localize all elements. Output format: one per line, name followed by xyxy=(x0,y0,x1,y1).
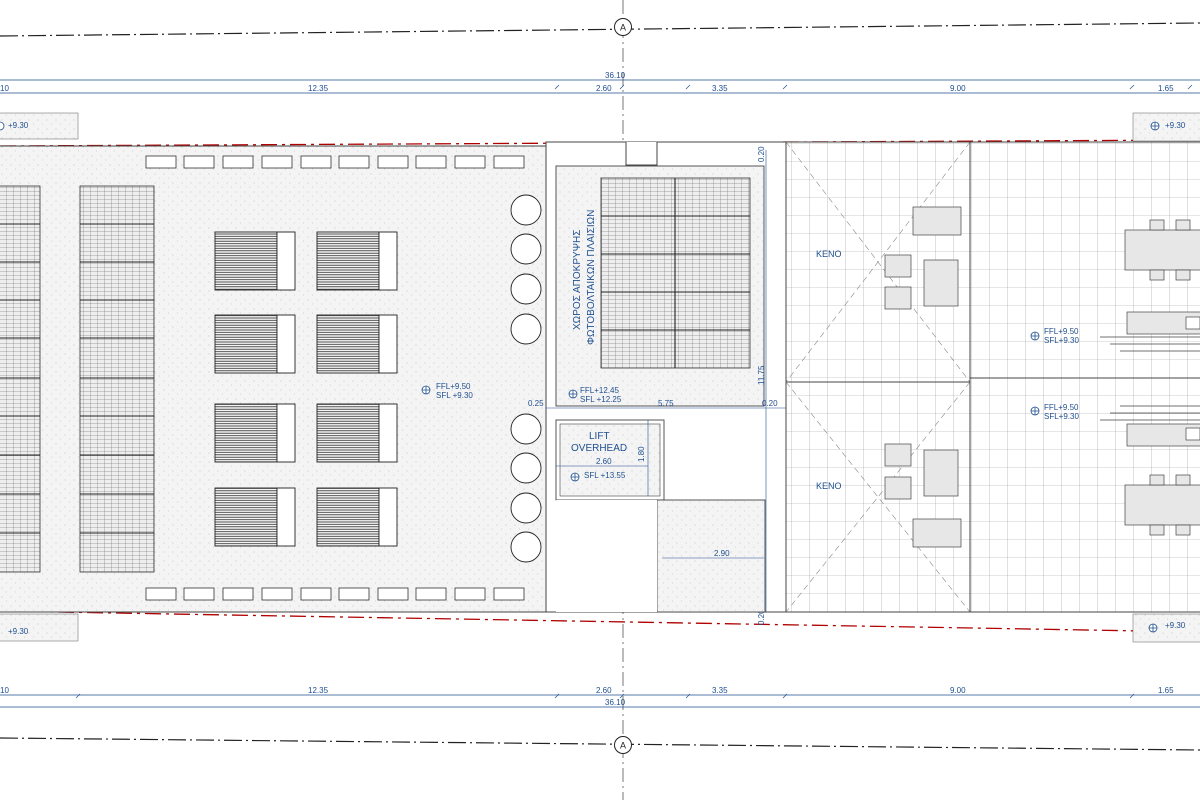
dim-top-seg3: 2.60 xyxy=(596,84,612,93)
svg-text:FFL+12.45: FFL+12.45 xyxy=(580,386,619,395)
level-marker-main: FFL+9.50 SFL +9.30 xyxy=(421,382,473,400)
overall-dimension-bottom: 36.10 xyxy=(605,698,626,707)
void-area-bottom: ΚΕΝΟ xyxy=(785,381,971,613)
pv-area-label-line1: ΧΩΡΟΣ ΑΠΟΚΡΥΨΗΣ xyxy=(572,230,583,330)
svg-text:SFL+9.30: SFL+9.30 xyxy=(1044,412,1079,421)
service-shaft: 2.90 xyxy=(556,499,766,613)
pv-array-left-partial xyxy=(0,185,41,573)
corner-level-box-bl: +9.30 xyxy=(0,613,79,642)
svg-text:1.80: 1.80 xyxy=(637,446,646,462)
dim-bottom-seg6: 1.65 xyxy=(1158,686,1174,695)
dim-5-75: 5.75 xyxy=(658,399,674,408)
svg-text:A: A xyxy=(620,741,626,751)
dim-top-seg1: 10 xyxy=(0,84,9,93)
svg-text:ΚΕΝΟ: ΚΕΝΟ xyxy=(816,249,842,259)
dim-bottom-seg4: 3.35 xyxy=(712,686,728,695)
skylight-row-bottom xyxy=(145,587,525,601)
corner-level-box-br: +9.30 xyxy=(1132,613,1200,643)
svg-text:OVERHEAD: OVERHEAD xyxy=(571,443,627,454)
svg-text:+9.30: +9.30 xyxy=(1165,121,1186,130)
skylight-row-top xyxy=(145,155,525,169)
svg-text:+9.30: +9.30 xyxy=(1165,621,1186,630)
dimension-string-top xyxy=(0,79,1200,94)
level-marker-right-top: FFL+9.50 SFL+9.30 xyxy=(1030,327,1079,345)
svg-text:LIFT: LIFT xyxy=(589,431,610,442)
round-vents xyxy=(510,194,542,563)
svg-text:+9.30: +9.30 xyxy=(8,627,29,636)
pv-array-left xyxy=(79,185,155,573)
pv-screen-area: ΧΩΡΟΣ ΑΠΟΚΡΥΨΗΣ ΦΩΤΟΒΟΛΤΑΙΚΩΝ ΠΛΑΙΣΙΩΝ F… xyxy=(555,165,765,407)
grid-marker-bottom: A xyxy=(614,736,632,754)
svg-text:2.90: 2.90 xyxy=(714,549,730,558)
solar-collectors xyxy=(214,231,398,547)
level-marker-right-bottom: FFL+9.50 SFL+9.30 xyxy=(1030,403,1079,421)
stair-notch xyxy=(625,142,658,166)
dim-0-20-top: 0.20 xyxy=(757,146,766,162)
svg-text:SFL +12.25: SFL +12.25 xyxy=(580,395,622,404)
svg-text:FFL+9.50: FFL+9.50 xyxy=(436,382,471,391)
dim-bottom-seg3: 2.60 xyxy=(596,686,612,695)
dim-0-20-bottom: 0.20 xyxy=(757,609,766,625)
dim-0-25: 0.25 xyxy=(528,399,544,408)
dim-top-seg4: 3.35 xyxy=(712,84,728,93)
dim-0-20-mid: 0.20 xyxy=(762,399,778,408)
dim-vertical-overall: 11.75 xyxy=(757,365,766,385)
lift-overhead: LIFT OVERHEAD 2.60 1.80 SFL +13.55 xyxy=(555,419,665,501)
svg-text:+9.30: +9.30 xyxy=(8,121,29,130)
svg-text:2.60: 2.60 xyxy=(596,457,612,466)
corner-level-box-tl: +9.30 xyxy=(0,112,79,140)
dim-bottom-seg1: 10 xyxy=(0,686,9,695)
pv-area-label-line2: ΦΩΤΟΒΟΛΤΑΙΚΩΝ ΠΛΑΙΣΙΩΝ xyxy=(586,210,597,345)
property-boundary xyxy=(0,139,1200,633)
dim-bottom-seg2: 12.35 xyxy=(308,686,329,695)
dim-bottom-seg5: 9.00 xyxy=(950,686,966,695)
right-terrace xyxy=(969,141,1200,613)
right-terrace-furniture xyxy=(1100,219,1200,536)
dimension-string-bottom xyxy=(0,693,1200,708)
svg-text:SFL +13.55: SFL +13.55 xyxy=(584,471,626,480)
dim-top-seg5: 9.00 xyxy=(950,84,966,93)
overall-dimension-top: 36.10 xyxy=(605,71,626,80)
dim-top-seg6: 1.65 xyxy=(1158,84,1174,93)
corner-level-box-tr: +9.30 xyxy=(1132,112,1200,142)
svg-text:FFL+9.50: FFL+9.50 xyxy=(1044,327,1079,336)
svg-text:A: A xyxy=(620,23,626,33)
svg-text:ΚΕΝΟ: ΚΕΝΟ xyxy=(816,481,842,491)
svg-text:SFL +9.30: SFL +9.30 xyxy=(436,391,473,400)
svg-text:SFL+9.30: SFL+9.30 xyxy=(1044,336,1079,345)
svg-text:FFL+9.50: FFL+9.50 xyxy=(1044,403,1079,412)
grid-marker-top: A xyxy=(614,18,632,36)
dim-top-seg2: 12.35 xyxy=(308,84,329,93)
